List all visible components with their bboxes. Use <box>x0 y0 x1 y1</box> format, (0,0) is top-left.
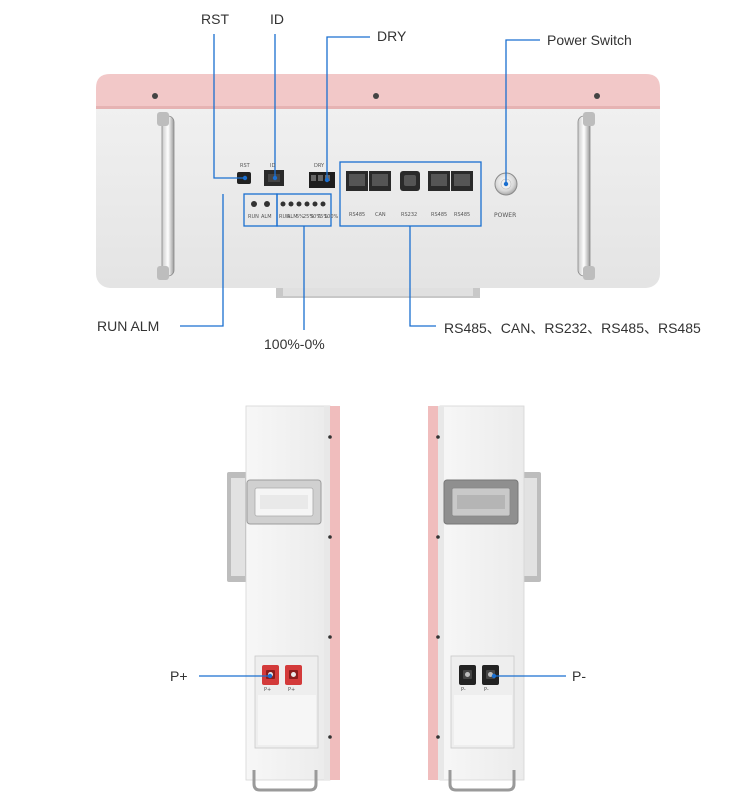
callout-soc: 100%-0% <box>264 336 325 352</box>
soc-leds <box>280 201 326 207</box>
right-handle <box>577 112 595 280</box>
screw <box>152 93 158 99</box>
negative-terminals <box>459 665 499 685</box>
run-led <box>251 201 257 207</box>
terminal-label-plus-1: P+ <box>264 687 272 693</box>
callout-p-minus: P- <box>572 668 586 684</box>
callout-ports: RS485、CAN、RS232、RS485、RS485 <box>444 320 701 336</box>
panel-label-dry: DRY <box>314 163 325 169</box>
panel-label-soc-0: RUN <box>279 214 290 220</box>
terminal-label-minus-2: P- <box>484 687 489 693</box>
terminal-label-plus-2: P+ <box>288 687 296 693</box>
port-can <box>369 171 391 191</box>
callout-rst: RST <box>201 11 229 27</box>
panel-label-soc-4: 50% <box>310 214 322 220</box>
panel-label-port-4: RS485 <box>454 212 471 218</box>
port-rs485-1 <box>346 171 368 191</box>
callout-run-alm: RUN ALM <box>97 318 160 334</box>
side-view-negative <box>428 405 541 792</box>
terminal-label-minus-1: P- <box>461 687 466 693</box>
panel-label-id: ID <box>270 163 276 169</box>
front-view <box>96 74 660 298</box>
callout-dry: DRY <box>377 28 407 44</box>
panel-label-port-2: RS232 <box>401 212 418 218</box>
front-leader-dots <box>242 175 509 187</box>
panel-label-soc-1: ALM <box>287 214 298 220</box>
panel-label-alm: ALM <box>261 214 272 220</box>
callout-p-plus: P+ <box>170 668 188 684</box>
alm-led <box>264 201 270 207</box>
callout-id: ID <box>270 11 284 27</box>
positive-terminals <box>262 665 302 685</box>
screw <box>373 93 379 99</box>
screw <box>594 93 600 99</box>
panel-label-soc-2: 5% <box>296 214 304 220</box>
front-leader-lines <box>180 34 540 330</box>
panel-label-soc-6: 100% <box>324 214 339 220</box>
panel-label-port-3: RS485 <box>431 212 448 218</box>
side-view-positive <box>227 405 340 792</box>
panel-label-port-0: RS485 <box>349 212 366 218</box>
port-rs232 <box>400 171 420 191</box>
panel-label-soc-5: 75% <box>317 214 329 220</box>
panel-label-port-1: CAN <box>375 212 386 218</box>
port-rs485-2 <box>428 171 450 191</box>
left-handle <box>157 112 175 280</box>
callout-power-switch: Power Switch <box>547 32 632 48</box>
panel-label-power: POWER <box>494 212 517 219</box>
panel-label-rst: RST <box>240 163 250 169</box>
pink-trim <box>96 74 660 108</box>
panel-label-soc-3: 25% <box>303 214 315 220</box>
panel-label-run: RUN <box>248 214 259 220</box>
port-rs485-3 <box>451 171 473 191</box>
